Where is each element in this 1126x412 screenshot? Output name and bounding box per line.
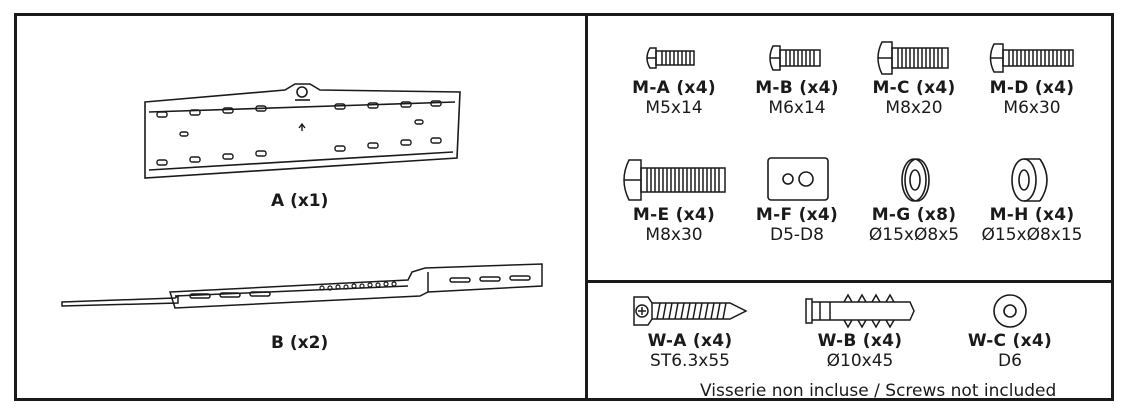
screw-m-c: M-C (x4) M8x20 <box>850 38 978 118</box>
screw-spec: Ø15xØ8x15 <box>981 225 1083 245</box>
spacer-plate-m-f: M-F (x4) D5-D8 <box>733 155 861 245</box>
screw-short-icon <box>769 45 821 71</box>
wall-screw-w-a: W-A (x4) ST6.3x55 <box>620 291 760 371</box>
screw-spec: M8x20 <box>885 98 943 118</box>
screw-code: M-E (x4) <box>632 205 716 225</box>
screw-spec: Ø15xØ8x5 <box>868 225 960 245</box>
part-b-label: B (x2) <box>271 333 329 353</box>
wall-screw-code: W-A (x4) <box>647 331 733 351</box>
screw-code: M-C (x4) <box>872 78 956 98</box>
screw-code: M-A (x4) <box>632 78 716 98</box>
screw-spec: M8x30 <box>645 225 703 245</box>
screw-code: M-H (x4) <box>989 205 1075 225</box>
washer-spec: D6 <box>998 351 1022 371</box>
screw-m-e: M-E (x4) M8x30 <box>610 155 738 245</box>
screws-not-included-note: Visserie non incluse / Screws not includ… <box>700 381 1057 401</box>
washer-w-c: W-C (x4) D6 <box>945 291 1075 371</box>
thick-spacer-icon <box>1011 158 1048 202</box>
spacer-plate-icon <box>767 157 829 201</box>
wall-anchor-code: W-B (x4) <box>817 331 903 351</box>
washer-code: W-C (x4) <box>967 331 1053 351</box>
screw-short-icon <box>646 47 695 69</box>
screw-spec: D5-D8 <box>770 225 824 245</box>
lag-screw-icon <box>633 296 748 326</box>
wall-screw-spec: ST6.3x55 <box>650 351 730 371</box>
screw-spec: M6x30 <box>1003 98 1061 118</box>
screw-long-icon <box>989 43 1074 73</box>
part-a-label: A (x1) <box>271 191 329 211</box>
screw-code: M-B (x4) <box>755 78 839 98</box>
screw-m-d: M-D (x4) M6x30 <box>968 38 1096 118</box>
arm-bracket-drawing <box>61 263 543 309</box>
horizontal-divider <box>587 280 1114 283</box>
screw-code: M-D (x4) <box>989 78 1075 98</box>
screw-code: M-F (x4) <box>755 205 839 225</box>
spacer-m-h: M-H (x4) Ø15xØ8x15 <box>968 155 1096 245</box>
screw-m-a: M-A (x4) M5x14 <box>610 38 738 118</box>
screw-spec: M5x14 <box>645 98 703 118</box>
wall-plate-drawing <box>144 83 461 179</box>
washer-icon <box>993 294 1027 328</box>
wall-anchor-spec: Ø10x45 <box>826 351 894 371</box>
screw-m-b: M-B (x4) M6x14 <box>733 38 861 118</box>
screw-long-icon <box>623 159 726 201</box>
screw-spec: M6x14 <box>768 98 826 118</box>
wall-anchor-w-b: W-B (x4) Ø10x45 <box>790 291 930 371</box>
outer-frame <box>14 13 1114 401</box>
thin-spacer-icon <box>901 158 930 202</box>
washer-m-g: M-G (x8) Ø15xØ8x5 <box>850 155 978 245</box>
screw-medium-icon <box>877 41 949 75</box>
wall-anchor-icon <box>805 293 915 329</box>
vertical-divider <box>585 13 588 401</box>
screw-code: M-G (x8) <box>871 205 957 225</box>
